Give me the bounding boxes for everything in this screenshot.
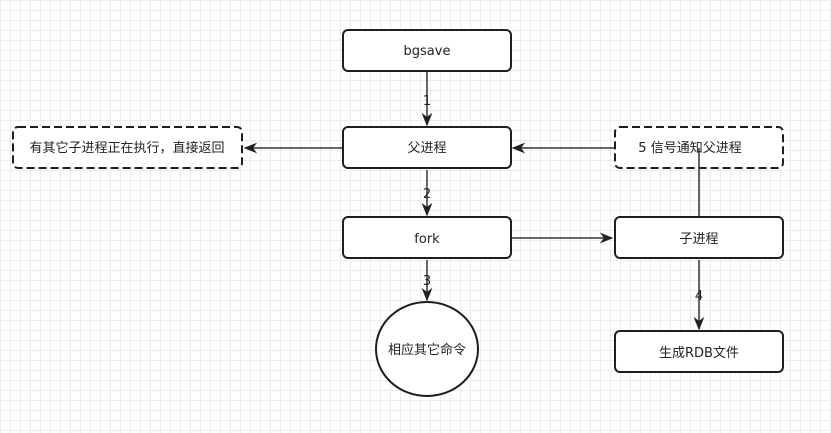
edge-label-1: 1 [423,94,431,109]
node-bgsave: bgsave [342,29,512,72]
node-generate-rdb: 生成RDB文件 [614,330,784,373]
edge-label-3: 3 [423,274,431,289]
node-signal-notify-label: 5 信号通知父进程 [638,140,741,156]
node-fork: fork [342,216,512,259]
node-other-child-running-label: 有其它子进程正在执行，直接返回 [29,140,224,156]
node-parent-process-label: 父进程 [407,141,446,156]
node-other-child-running: 有其它子进程正在执行，直接返回 [12,126,243,169]
node-fork-label: fork [414,232,440,247]
node-respond-other-commands: 相应其它命令 [375,301,479,397]
node-child-process-label: 子进程 [679,232,718,247]
node-generate-rdb-label: 生成RDB文件 [659,346,739,361]
edge-label-4: 4 [695,289,703,304]
node-child-process: 子进程 [614,216,784,259]
node-parent-process: 父进程 [342,126,512,169]
edge-label-2: 2 [423,187,431,202]
node-bgsave-label: bgsave [404,44,451,59]
node-respond-other-commands-label: 相应其它命令 [388,342,466,358]
node-signal-notify: 5 信号通知父进程 [614,126,784,169]
